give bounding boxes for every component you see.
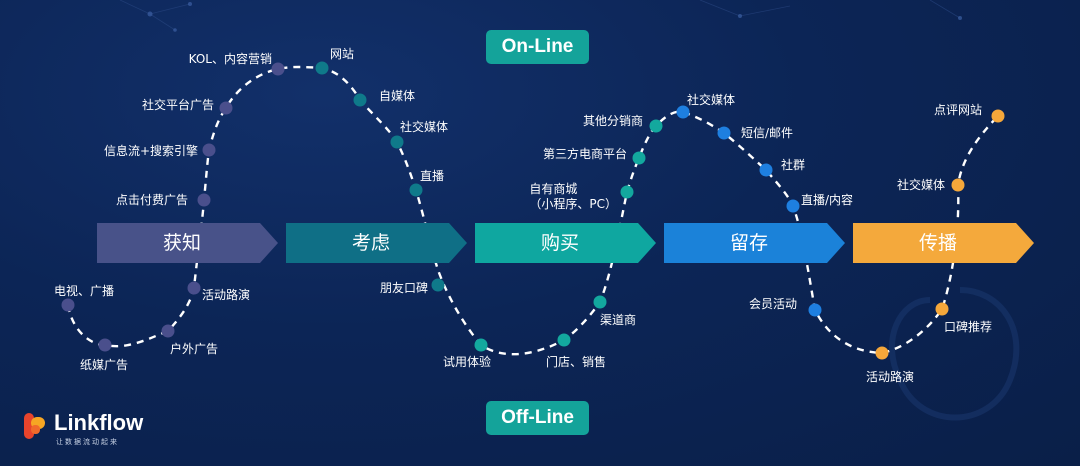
touchpoint-dot xyxy=(61,298,75,312)
stage-label-advocacy: 传播 xyxy=(918,232,957,254)
touchpoint-label: 信息流+搜索引擎 xyxy=(103,144,198,158)
touchpoint-dot xyxy=(808,303,822,317)
touchpoint-label: 直播 xyxy=(420,169,445,183)
touchpoint-dot xyxy=(431,278,445,292)
touchpoint-label: 会员活动 xyxy=(748,297,797,311)
stage-arrow-2 xyxy=(286,223,467,263)
touchpoint-dot xyxy=(557,333,571,347)
stage-label-awareness: 获知 xyxy=(162,232,201,254)
touchpoint-dot xyxy=(390,135,404,149)
touchpoint-label: 网站 xyxy=(330,47,355,61)
stage-label-consideration: 考虑 xyxy=(351,232,390,254)
touchpoint-label: 点击付费广告 xyxy=(115,193,188,207)
touchpoint-label: 社交平台广告 xyxy=(141,98,214,112)
stage-label-retention: 留存 xyxy=(729,232,768,254)
touchpoint-dot xyxy=(717,126,731,140)
touchpoint-label: 自媒体 xyxy=(379,89,416,103)
touchpoint-dot xyxy=(759,163,773,177)
touchpoint-label: 渠道商 xyxy=(600,313,637,327)
touchpoint-dot xyxy=(409,183,423,197)
brand-name: Linkflow xyxy=(54,410,144,435)
touchpoint-label: 活动路演 xyxy=(202,288,251,302)
stage-arrow-1 xyxy=(97,223,278,263)
touchpoint-dot xyxy=(353,93,367,107)
touchpoint-dot xyxy=(202,143,216,157)
stage-label-purchase: 购买 xyxy=(540,232,579,254)
touchpoint-label: 社交媒体 xyxy=(687,93,736,107)
touchpoint-label: 直播/内容 xyxy=(801,193,854,207)
stage-arrow-4 xyxy=(664,223,845,263)
touchpoint-label: 活动路演 xyxy=(865,370,915,384)
brand-tagline: 让数据流动起来 xyxy=(56,438,119,446)
touchpoint-label: 点评网站 xyxy=(933,103,982,117)
touchpoint-dot xyxy=(935,302,949,316)
touchpoint-label: 第三方电商平台 xyxy=(542,147,627,161)
touchpoint-label: 自有商城 （小程序、PC） xyxy=(529,182,617,211)
touchpoint-dot xyxy=(197,193,211,207)
touchpoint-dot xyxy=(315,61,329,75)
touchpoint-dot xyxy=(676,105,690,119)
touchpoint-label: 社交媒体 xyxy=(400,120,449,134)
touchpoint-label: 短信/邮件 xyxy=(741,126,794,140)
touchpoint-dot xyxy=(161,324,175,338)
touchpoint-dot xyxy=(951,178,965,192)
touchpoint-label: 其他分销商 xyxy=(582,114,643,128)
touchpoint-dot xyxy=(875,346,889,360)
touchpoint-label: 社群 xyxy=(781,158,806,172)
touchpoint-dot xyxy=(786,199,800,213)
touchpoint-label: 电视、广播 xyxy=(54,284,115,298)
offline-label: Off-Line xyxy=(486,401,589,435)
touchpoint-dot xyxy=(593,295,607,309)
touchpoint-dot xyxy=(632,151,646,165)
touchpoint-dot xyxy=(991,109,1005,123)
touchpoint-dot xyxy=(649,119,663,133)
touchpoint-dot xyxy=(620,185,634,199)
touchpoint-label: 户外广告 xyxy=(170,342,219,356)
linkflow-logo-icon xyxy=(24,413,45,439)
touchpoint-label: KOL、内容营销 xyxy=(188,52,272,66)
touchpoint-dot xyxy=(271,62,285,76)
touchpoint-label: 社交媒体 xyxy=(896,178,945,192)
online-label: On-Line xyxy=(486,30,589,64)
stage-arrow-5 xyxy=(853,223,1034,263)
touchpoint-dot xyxy=(98,338,112,352)
touchpoint-label: 试用体验 xyxy=(442,355,492,369)
touchpoint-dot xyxy=(474,338,488,352)
touchpoint-dot xyxy=(187,281,201,295)
touchpoint-label: 口碑推荐 xyxy=(944,320,993,334)
touchpoint-label: 门店、销售 xyxy=(546,355,607,369)
stage-arrow-3 xyxy=(475,223,656,263)
touchpoint-dot xyxy=(219,101,233,115)
touchpoint-label: 朋友口碑 xyxy=(379,281,428,295)
touchpoint-label: 纸媒广告 xyxy=(80,358,129,372)
